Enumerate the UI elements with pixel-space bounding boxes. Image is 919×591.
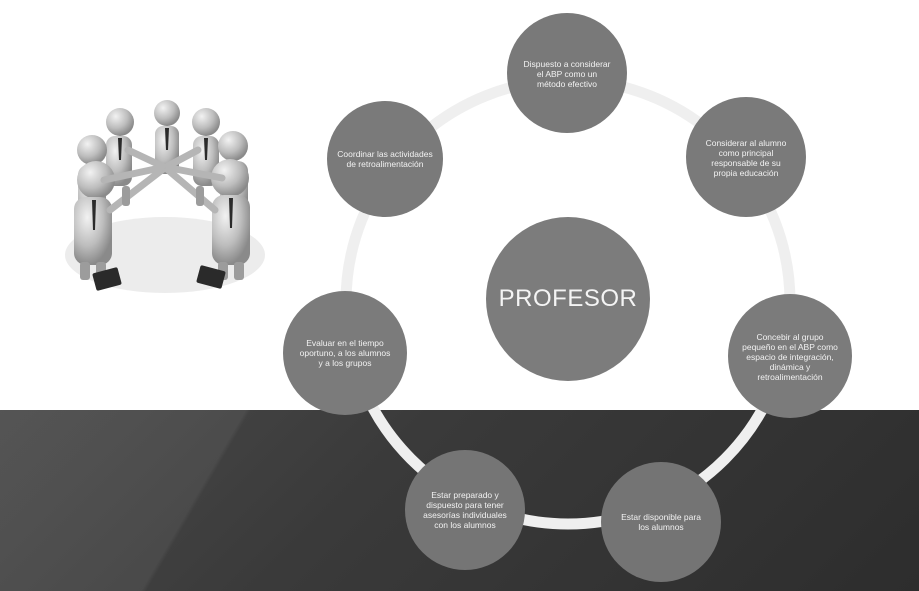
- node-circle-top: [507, 13, 627, 133]
- node-circle-bottom-left: [405, 450, 525, 570]
- node-circle-upper-left: [327, 101, 443, 217]
- node-circle-right: [728, 294, 852, 418]
- node-circle-bottom-right: [601, 462, 721, 582]
- node-circle-left: [283, 291, 407, 415]
- node-label-left: Evaluar en el tiempo oportuno, a los alu…: [299, 338, 391, 368]
- node-label-right: Concebir al grupo pequeño en el ABP como…: [742, 332, 838, 382]
- node-label-top: Dispuesto a considerar el ABP como un mé…: [523, 59, 611, 89]
- center-label: PROFESOR: [498, 285, 638, 312]
- node-label-bottom-left: Estar preparado y dispuesto para tener a…: [423, 490, 507, 530]
- node-label-upper-left: Coordinar las actividades de retroalimen…: [337, 149, 433, 169]
- node-label-bottom-right: Estar disponible para los alumnos: [621, 512, 701, 532]
- node-circle-upper-right: [686, 97, 806, 217]
- node-label-upper-right: Considerar al alumno como principal resp…: [705, 138, 787, 178]
- center-circle: [486, 217, 650, 381]
